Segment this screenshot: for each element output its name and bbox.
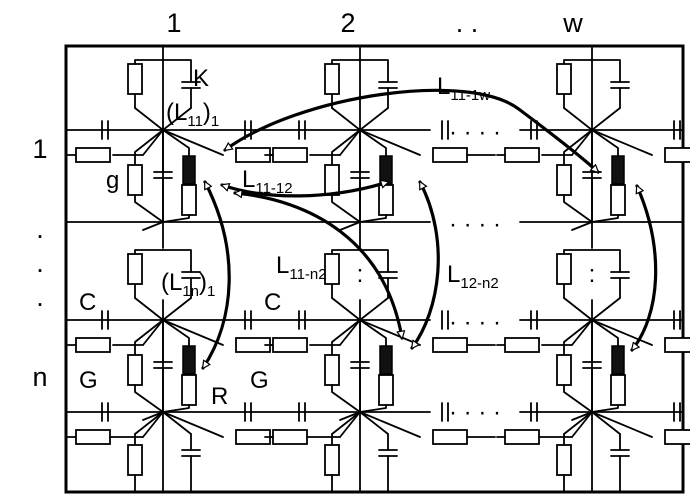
ellipsis-row-1: · · · ·	[449, 119, 501, 146]
resistor-icon	[75, 147, 111, 163]
label-L11-1: (L11)1	[166, 99, 219, 130]
resistor-icon	[556, 354, 572, 386]
ellipsis-row-3: · · · ·	[449, 309, 501, 336]
inductor-icon	[379, 345, 393, 375]
label-L11-12: L11-12	[242, 166, 293, 197]
label-L11-1w: L11-1w	[437, 73, 490, 104]
resistor-icon	[664, 337, 690, 353]
arrow-L11-n2	[235, 193, 402, 338]
row-label-dot-1: .	[36, 214, 44, 244]
ellipsis-row-4: · · · ·	[449, 399, 501, 426]
resistor-icon	[272, 429, 308, 445]
row-label-n: n	[32, 362, 47, 392]
row-label-1: 1	[32, 134, 47, 164]
resistor-icon	[378, 374, 394, 406]
resistor-icon	[181, 184, 197, 216]
inductor-icon	[379, 155, 393, 185]
label-C-left: C	[79, 289, 96, 316]
ellipsis-row-2: · · · ·	[449, 211, 501, 238]
column-label-2: 2	[340, 8, 355, 38]
inductor-icon	[611, 345, 625, 375]
inductor-icon	[182, 155, 196, 185]
resistor-icon	[378, 184, 394, 216]
resistor-icon	[556, 444, 572, 476]
label-L11-n2: L11-n2	[276, 252, 327, 283]
resistor-icon	[75, 429, 111, 445]
arrow-L1n-1	[201, 182, 231, 368]
vdots-col-2: :	[357, 261, 364, 288]
resistor-icon	[127, 444, 143, 476]
row-label-dot-2: .	[36, 248, 44, 278]
resistor-icon	[432, 147, 468, 163]
vdots-col-w: :	[589, 261, 596, 288]
resistor-icon	[127, 253, 143, 285]
column-label-w: w	[562, 8, 583, 38]
resistor-icon	[504, 337, 540, 353]
inductor-icon	[611, 155, 625, 185]
resistor-icon	[75, 337, 111, 353]
label-K: K	[193, 65, 209, 92]
label-L1n-1: (L1n)1	[161, 269, 215, 300]
label-L12-n2: L12-n2	[447, 261, 499, 292]
resistor-icon	[432, 429, 468, 445]
resistor-icon	[504, 429, 540, 445]
resistor-icon	[324, 164, 340, 196]
resistor-icon	[127, 164, 143, 196]
resistor-icon	[272, 337, 308, 353]
label-G-left: G	[79, 367, 98, 394]
resistor-icon	[610, 184, 626, 216]
resistor-icon	[181, 374, 197, 406]
grid-frame	[64, 44, 685, 494]
resistor-icon	[324, 444, 340, 476]
resistor-icon	[556, 164, 572, 196]
resistor-icon	[556, 63, 572, 95]
resistor-icon	[324, 253, 340, 285]
resistor-icon	[664, 429, 690, 445]
resistor-icon	[610, 374, 626, 406]
resistor-icon	[127, 354, 143, 386]
label-R: R	[211, 383, 228, 410]
row-label-dot-3: .	[36, 282, 44, 312]
label-g: g	[106, 167, 119, 194]
column-label-dots: . .	[456, 8, 479, 38]
resistor-icon	[556, 253, 572, 285]
label-G-mid: G	[250, 367, 269, 394]
resistor-icon	[664, 147, 690, 163]
resistor-icon	[324, 63, 340, 95]
arrow-L12-n2	[410, 182, 440, 348]
column-label-1: 1	[166, 8, 181, 38]
arrow-right-column	[630, 186, 658, 350]
arrow-L11-1w	[225, 88, 600, 174]
inductor-icon	[182, 345, 196, 375]
resistor-icon	[432, 337, 468, 353]
resistor-icon	[127, 63, 143, 95]
label-C-mid: C	[264, 289, 281, 316]
resistor-icon	[272, 147, 308, 163]
resistor-icon	[324, 354, 340, 386]
resistor-icon	[504, 147, 540, 163]
mutual-inductance-arrows	[201, 88, 658, 368]
